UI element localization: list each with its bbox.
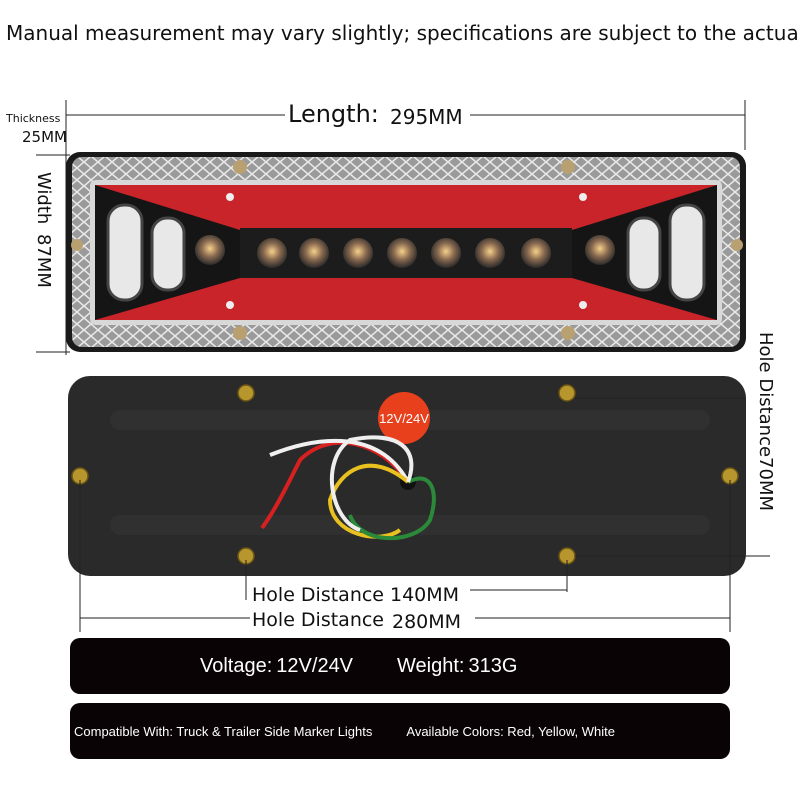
compatible-text: Compatible With: Truck & Trailer Side Ma… xyxy=(74,723,373,739)
voltage-weight-panel: Voltage:12V/24V Weight:313G xyxy=(70,638,730,694)
hole-outer-value: 280MM xyxy=(392,611,461,633)
notice-text: Manual measurement may vary slightly; sp… xyxy=(6,21,800,45)
hole-inner-label: Hole Distance xyxy=(252,584,384,606)
weight-value: 313G xyxy=(468,654,518,677)
voltage-badge xyxy=(378,392,430,444)
wires xyxy=(260,435,436,541)
colors-text: Available Colors: Red, Yellow, White xyxy=(406,723,615,739)
hole-vertical-label: Hole Distance70MM xyxy=(755,332,776,511)
led-row xyxy=(106,203,706,302)
length-value: 295MM xyxy=(390,105,463,129)
width-value: 87MM xyxy=(33,234,54,288)
hole-outer-label: Hole Distance xyxy=(252,609,384,631)
thickness-label: Thickness xyxy=(5,112,61,125)
lamp-back: 12V/24V xyxy=(68,376,746,576)
lamp-front xyxy=(66,152,746,352)
length-label: Length: xyxy=(288,100,379,128)
width-label-group: Width 87MM xyxy=(33,172,54,288)
weight-label: Weight: xyxy=(397,654,465,677)
compatibility-panel: Compatible With: Truck & Trailer Side Ma… xyxy=(70,703,730,759)
width-label: Width xyxy=(33,172,54,224)
voltage-value: 12V/24V xyxy=(276,654,354,677)
thickness-value: 25MM xyxy=(22,128,67,146)
voltage-label: Voltage: xyxy=(200,654,273,677)
hole-inner-value: 140MM xyxy=(390,584,459,606)
voltage-badge-text: 12V/24V xyxy=(379,411,429,426)
